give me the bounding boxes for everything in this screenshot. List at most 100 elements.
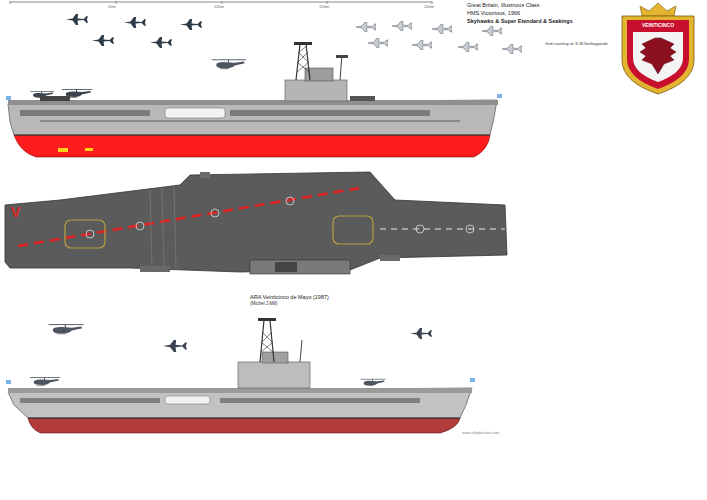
flight-deck-plan-part — [86, 230, 94, 238]
side-profile-1987-part — [8, 388, 472, 418]
scale-bar-part — [222, 1, 223, 4]
caption-text: www.shipbucket.com — [462, 431, 499, 435]
side-profile-1966-part — [6, 96, 11, 100]
flight-deck-plan-part — [380, 229, 505, 230]
caption-text: Grid courtesy of: K.W.Vanhegaarde — [545, 42, 608, 46]
flight-deck-plan-part — [333, 216, 373, 244]
deck-marking: V — [11, 205, 20, 220]
flight-deck-plan-part — [136, 222, 144, 230]
side-profile-1987-part — [470, 378, 475, 382]
light-jets-part — [482, 26, 502, 36]
side-profile-1966-part — [40, 120, 460, 122]
scale-number: 200m — [424, 5, 434, 9]
flight-deck-plan-part — [250, 260, 350, 274]
side-profile-1987-part — [220, 398, 420, 403]
scale-bar-part — [10, 1, 11, 4]
flight-deck-plan-part — [18, 188, 360, 246]
flight-deck-plan-part — [416, 225, 424, 233]
side-profile-1987-part — [361, 379, 386, 386]
side-profile-1987-part — [300, 340, 302, 362]
side-profile-1987-part — [165, 396, 210, 404]
crest-wing — [640, 38, 676, 74]
flight-deck-plan — [5, 172, 507, 274]
light-jets-part — [412, 40, 432, 50]
dark-jets-part — [66, 14, 88, 25]
side-profile-1966 — [6, 42, 502, 157]
flight-deck-plan-part — [466, 225, 474, 233]
dark-jets-part — [124, 17, 146, 28]
side-profile-1987-part — [30, 377, 60, 386]
light-jets-part — [502, 44, 522, 54]
dark-jets — [66, 14, 202, 48]
scale-bar-part — [116, 1, 117, 4]
side-profile-1966-part — [14, 135, 490, 136]
side-profile-1966-part — [8, 100, 497, 135]
dark-jets-part — [180, 19, 202, 30]
side-profile-1987 — [6, 318, 475, 433]
side-profile-1987-part — [260, 320, 274, 362]
helicopter-part — [212, 59, 246, 69]
light-jets-part — [458, 42, 478, 52]
caption-text: (Michel J.Mill) — [250, 302, 278, 307]
side-profile-1966-part — [350, 96, 375, 101]
side-profile-1966-part — [8, 100, 498, 105]
dark-jets-part — [150, 37, 172, 48]
side-profile-1987-part — [49, 324, 84, 334]
flight-deck-plan-part — [380, 255, 400, 261]
side-profile-1966-part — [285, 80, 347, 101]
side-profile-1987-part — [28, 418, 460, 433]
side-profile-1966-part — [497, 94, 502, 98]
scale-bar-part — [10, 2, 432, 3]
dark-jets-part — [92, 35, 114, 46]
flight-deck-plan-part — [275, 262, 297, 272]
side-profile-1966-part — [165, 108, 225, 118]
side-profile-1966-part — [58, 148, 68, 152]
ship-crest: VEINTICINCO — [614, 2, 702, 96]
crest-crown — [640, 3, 676, 16]
caption-text: Great Britain, Illustrious Class — [467, 2, 539, 8]
flight-deck-plan-part — [150, 190, 152, 268]
side-profile-1966-part — [30, 91, 54, 98]
flight-deck-plan-part — [200, 172, 210, 178]
side-profile-1987-part — [163, 340, 187, 352]
side-profile-1987-part — [262, 352, 288, 363]
scale-bar — [10, 1, 432, 4]
scale-number: 150m — [319, 5, 329, 9]
light-jets-part — [356, 22, 376, 32]
flight-deck-plan-part — [140, 266, 170, 272]
crest-field — [633, 32, 683, 82]
side-profile-1966-part — [296, 44, 310, 80]
flight-deck-plan-part — [174, 186, 176, 268]
flight-deck-plan-part — [162, 188, 164, 268]
side-profile-1966-part — [14, 135, 490, 157]
side-profile-1987-part — [20, 398, 160, 403]
crest-motto: VEINTICINCO — [641, 23, 675, 29]
side-profile-1987-part — [6, 380, 11, 384]
side-profile-1987-part — [258, 318, 276, 321]
scale-bar-part — [432, 1, 433, 4]
light-jets-part — [432, 24, 452, 34]
side-profile-1966-part — [20, 110, 150, 116]
scale-bar-part — [327, 1, 328, 4]
crest-frame — [622, 16, 694, 94]
side-profile-1966-part — [294, 42, 312, 45]
light-jets-part — [368, 38, 388, 48]
side-profile-1966-part — [85, 148, 93, 151]
caption-text: HMS Victorious, 1966 — [467, 10, 520, 16]
side-profile-1987-part — [410, 328, 432, 339]
scale-number: 100m — [214, 5, 224, 9]
side-profile-1987-part — [8, 388, 472, 393]
crest-border — [627, 20, 689, 89]
side-profile-1987-part — [238, 362, 310, 388]
side-profile-1966-part — [230, 110, 430, 116]
side-profile-1966-part — [340, 55, 342, 80]
side-profile-1966-part — [297, 46, 309, 72]
flight-deck-plan-part — [211, 209, 219, 217]
scale-number: 50m — [108, 5, 116, 9]
flight-deck-plan-part — [65, 220, 105, 248]
light-jets-part — [392, 21, 412, 31]
side-profile-1987-part — [261, 332, 273, 352]
caption-text: Skyhawks & Super Etendard & Seakings — [467, 18, 573, 24]
side-profile-1966-part — [40, 96, 70, 101]
